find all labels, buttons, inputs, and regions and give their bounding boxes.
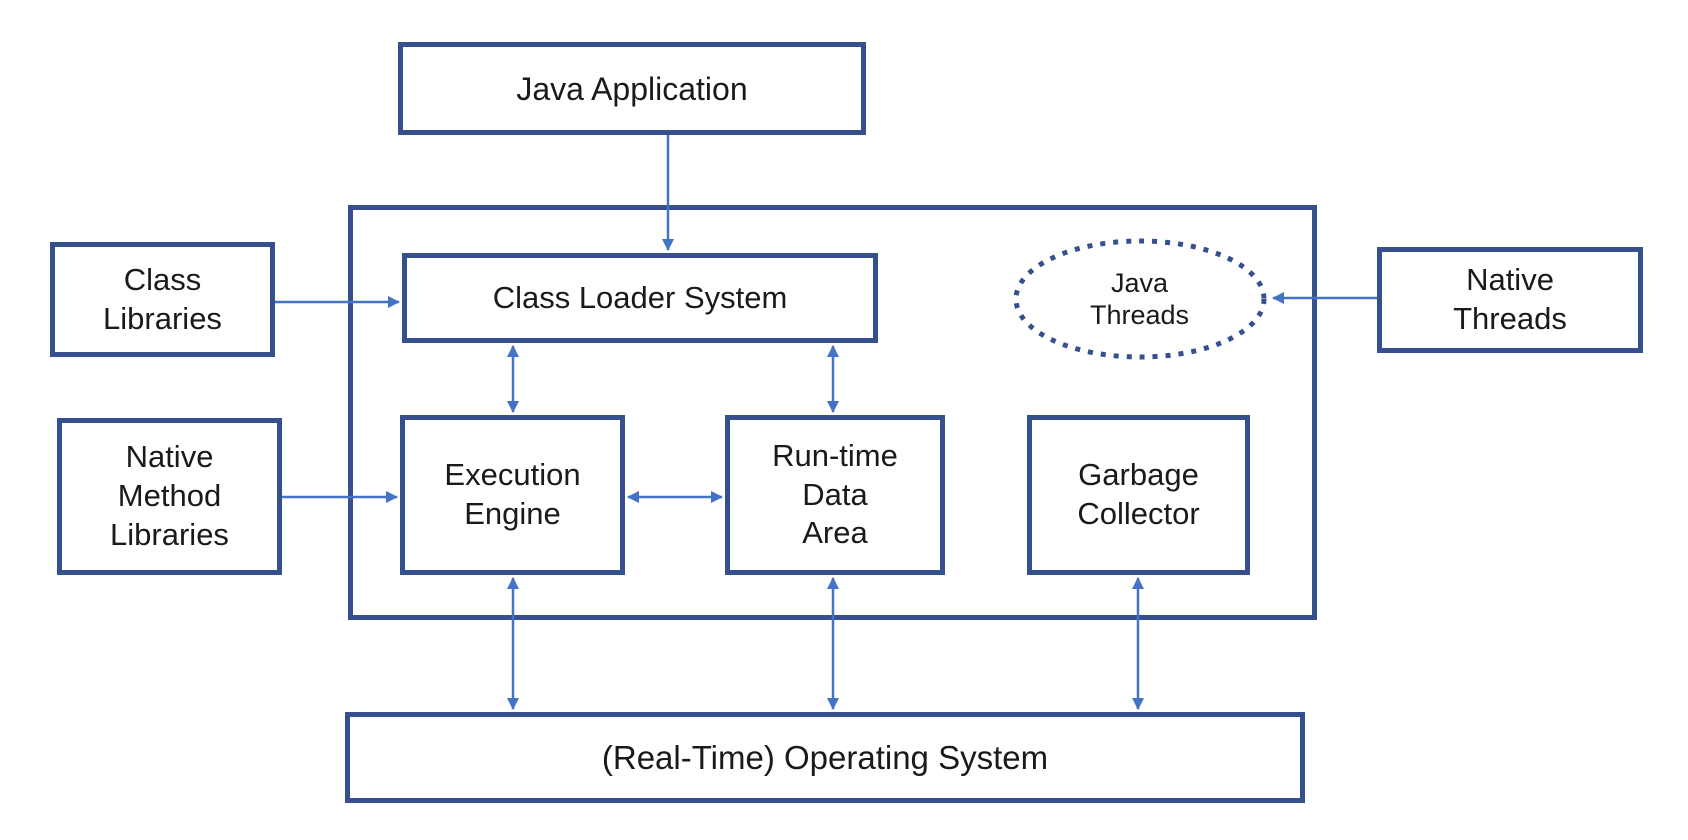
node-runtime-data-area: Run-time Data Area (725, 415, 945, 575)
node-execution-engine-line1: Execution (444, 457, 581, 493)
node-garbage-collector-line1: Garbage (1078, 457, 1199, 493)
node-native-threads: Native Threads (1377, 247, 1643, 353)
node-runtime-data-area-line3: Area (802, 515, 868, 551)
node-native-method-libraries-line1: Native (125, 439, 214, 475)
node-java-application: Java Application (398, 42, 866, 135)
node-native-threads-line1: Native (1466, 262, 1554, 298)
node-operating-system: (Real-Time) Operating System (345, 712, 1305, 803)
node-java-threads-line2: Threads (1089, 300, 1190, 330)
node-runtime-data-area-line2: Data (802, 476, 868, 512)
node-class-libraries-line2: Libraries (103, 300, 222, 336)
node-java-threads-line1: Java (1110, 267, 1169, 298)
node-native-method-libraries: Native Method Libraries (57, 418, 282, 575)
node-native-threads-line2: Threads (1453, 301, 1567, 336)
node-java-threads: Java Threads (1012, 238, 1267, 360)
node-class-libraries: Class Libraries (50, 242, 275, 357)
node-garbage-collector-line2: Collector (1077, 496, 1200, 531)
node-execution-engine: Execution Engine (400, 415, 625, 575)
node-garbage-collector: Garbage Collector (1027, 415, 1250, 575)
node-operating-system-label: (Real-Time) Operating System (601, 738, 1049, 776)
node-class-loader-system: Class Loader System (402, 253, 878, 343)
node-java-application-label: Java Application (516, 70, 748, 107)
node-class-loader-system-label: Class Loader System (492, 279, 788, 315)
node-native-method-libraries-line2: Method (117, 478, 222, 514)
node-native-method-libraries-line3: Libraries (110, 516, 229, 552)
node-runtime-data-area-line1: Run-time (772, 437, 898, 473)
node-execution-engine-line2: Engine (464, 496, 561, 531)
node-class-libraries-line1: Class (123, 261, 202, 297)
